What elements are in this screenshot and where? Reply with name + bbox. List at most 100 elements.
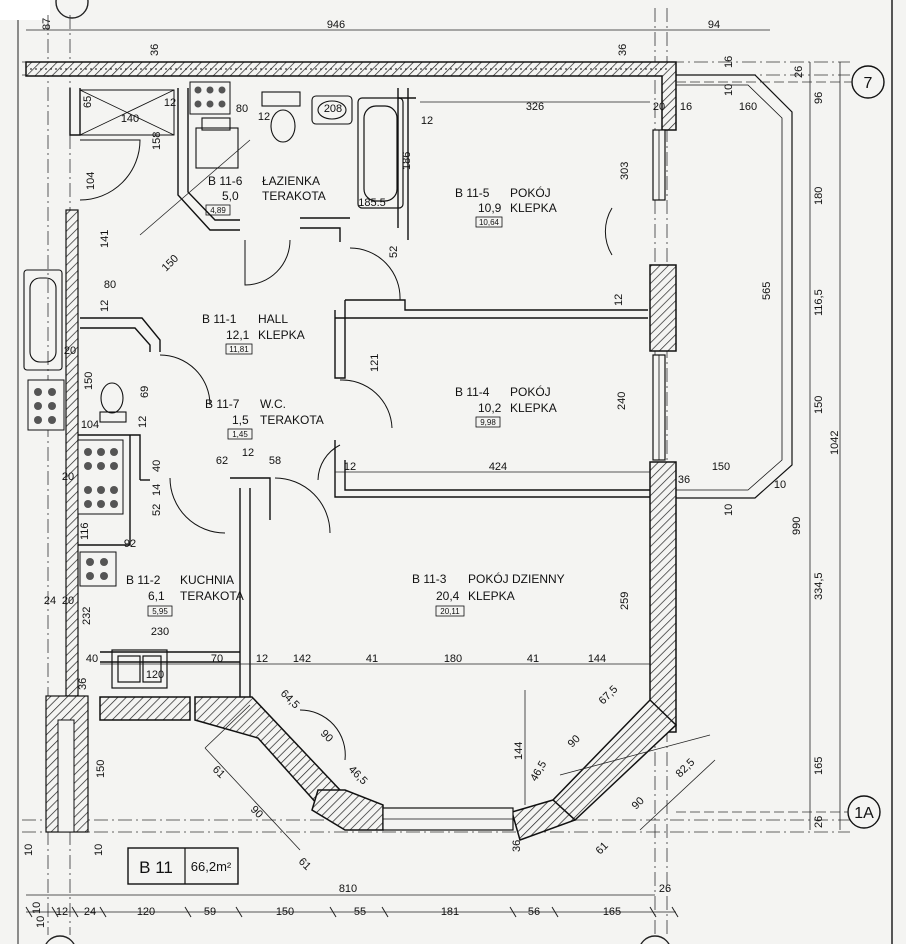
svg-text:65: 65 [82,96,94,108]
svg-text:186: 186 [401,152,413,170]
axis-label-1a: 1A [854,805,874,822]
interior-walls [69,88,650,697]
svg-text:326: 326 [526,101,544,113]
dim-bottom-right: 26 [659,883,671,895]
svg-text:180: 180 [444,653,462,665]
room-name: POKÓJ [510,185,551,200]
room-area: 10,2 [478,401,502,415]
room-id: B 11-1 [202,312,237,326]
svg-text:424: 424 [489,461,507,473]
svg-text:12: 12 [99,300,111,312]
svg-text:1042: 1042 [829,431,841,455]
svg-text:12: 12 [258,111,270,123]
svg-text:12: 12 [344,461,356,473]
svg-text:36: 36 [511,840,523,852]
svg-text:158: 158 [151,132,163,150]
bottom-dimension-labels: 810 26 12 24 120 59 150 55 181 56 165 10… [31,883,671,928]
axis-label-7: 7 [864,75,873,92]
svg-text:180: 180 [813,187,825,205]
room-id: B 11-4 [455,385,490,399]
toilet-bathroom [261,91,301,143]
bay-walls [99,696,678,841]
axis-marker-top [55,0,89,19]
exterior-wall-right-upper [649,264,677,352]
svg-text:59: 59 [204,906,216,918]
dim-bottom-total: 810 [339,883,357,895]
svg-text:52: 52 [388,246,400,258]
svg-text:69: 69 [139,386,151,398]
right-dimension-labels: 26 96 180 116,5 150 165 26 565 990 334,5… [723,66,841,828]
svg-text:104: 104 [85,172,97,190]
svg-text:90: 90 [630,795,647,812]
svg-text:24: 24 [84,906,96,918]
svg-text:10: 10 [31,902,43,914]
room-area: 5,0 [222,189,239,203]
room-id: B 11-3 [412,572,447,586]
svg-text:24: 24 [44,595,56,607]
svg-text:150: 150 [95,760,107,778]
svg-text:26: 26 [813,816,825,828]
room-b11-7: B 11-7 W.C. 1,5 TERAKOTA 1,45 [205,397,324,440]
svg-text:165: 165 [813,757,825,775]
dim-top-c: 87 [41,18,53,30]
svg-text:90: 90 [318,728,335,745]
svg-text:80: 80 [236,103,248,115]
room-finish: KLEPKA [510,201,557,215]
room-name: POKÓJ [510,384,551,399]
dim-top-a: 36 [149,44,161,56]
svg-text:12: 12 [613,294,625,306]
svg-text:116,5: 116,5 [813,289,825,316]
svg-text:104: 104 [81,419,99,431]
svg-text:10: 10 [93,844,105,856]
svg-text:67,5: 67,5 [597,683,621,707]
svg-text:150: 150 [712,461,730,473]
room-name: W.C. [260,397,286,411]
svg-text:12: 12 [164,97,176,109]
svg-text:92: 92 [124,538,136,550]
sink-bathroom [311,95,353,125]
svg-text:90: 90 [248,804,265,821]
svg-text:55: 55 [354,906,366,918]
washing-machine [195,117,239,169]
room-area: 20,4 [436,589,460,603]
room-b11-6: B 11-6 ŁAZIENKA 5,0 TERAKOTA 4,89 [205,174,326,216]
svg-text:90: 90 [566,733,583,750]
svg-text:303: 303 [619,162,631,180]
svg-text:64,5: 64,5 [278,688,302,712]
svg-text:141: 141 [99,230,111,248]
unit-area: 66,2m² [191,859,232,874]
room-finish: KLEPKA [510,401,557,415]
svg-text:20: 20 [62,471,74,483]
room-id: B 11-6 [208,174,243,188]
svg-text:20: 20 [64,345,76,357]
svg-text:56: 56 [528,906,540,918]
svg-text:144: 144 [588,653,606,665]
room-badge: 10,64 [479,218,500,227]
dim-top-d: 16 [723,56,735,68]
svg-text:46,5: 46,5 [346,764,370,788]
kitchen-sink [111,649,168,689]
axis-marker-bottom-right [640,935,670,944]
svg-text:82,5: 82,5 [674,756,698,780]
unit-name: B 11 [139,858,173,877]
svg-text:990: 990 [791,517,803,535]
stove-grid [27,81,231,587]
room-b11-5: B 11-5 POKÓJ 10,9 KLEPKA 10,64 [455,185,557,228]
svg-text:232: 232 [81,607,93,625]
svg-text:120: 120 [137,906,155,918]
svg-text:96: 96 [813,92,825,104]
svg-text:10: 10 [723,84,735,96]
room-finish: KLEPKA [468,589,515,603]
dimension-lines [26,29,841,913]
neighbour-bathtub [23,269,63,371]
svg-text:12: 12 [56,906,68,918]
svg-text:80: 80 [104,279,116,291]
door-swings [79,139,613,761]
svg-text:12: 12 [137,416,149,428]
svg-text:46,5: 46,5 [528,759,549,784]
svg-text:150: 150 [160,253,181,274]
room-id: B 11-7 [205,397,240,411]
exterior-wall-left [65,209,79,697]
svg-text:41: 41 [527,653,539,665]
